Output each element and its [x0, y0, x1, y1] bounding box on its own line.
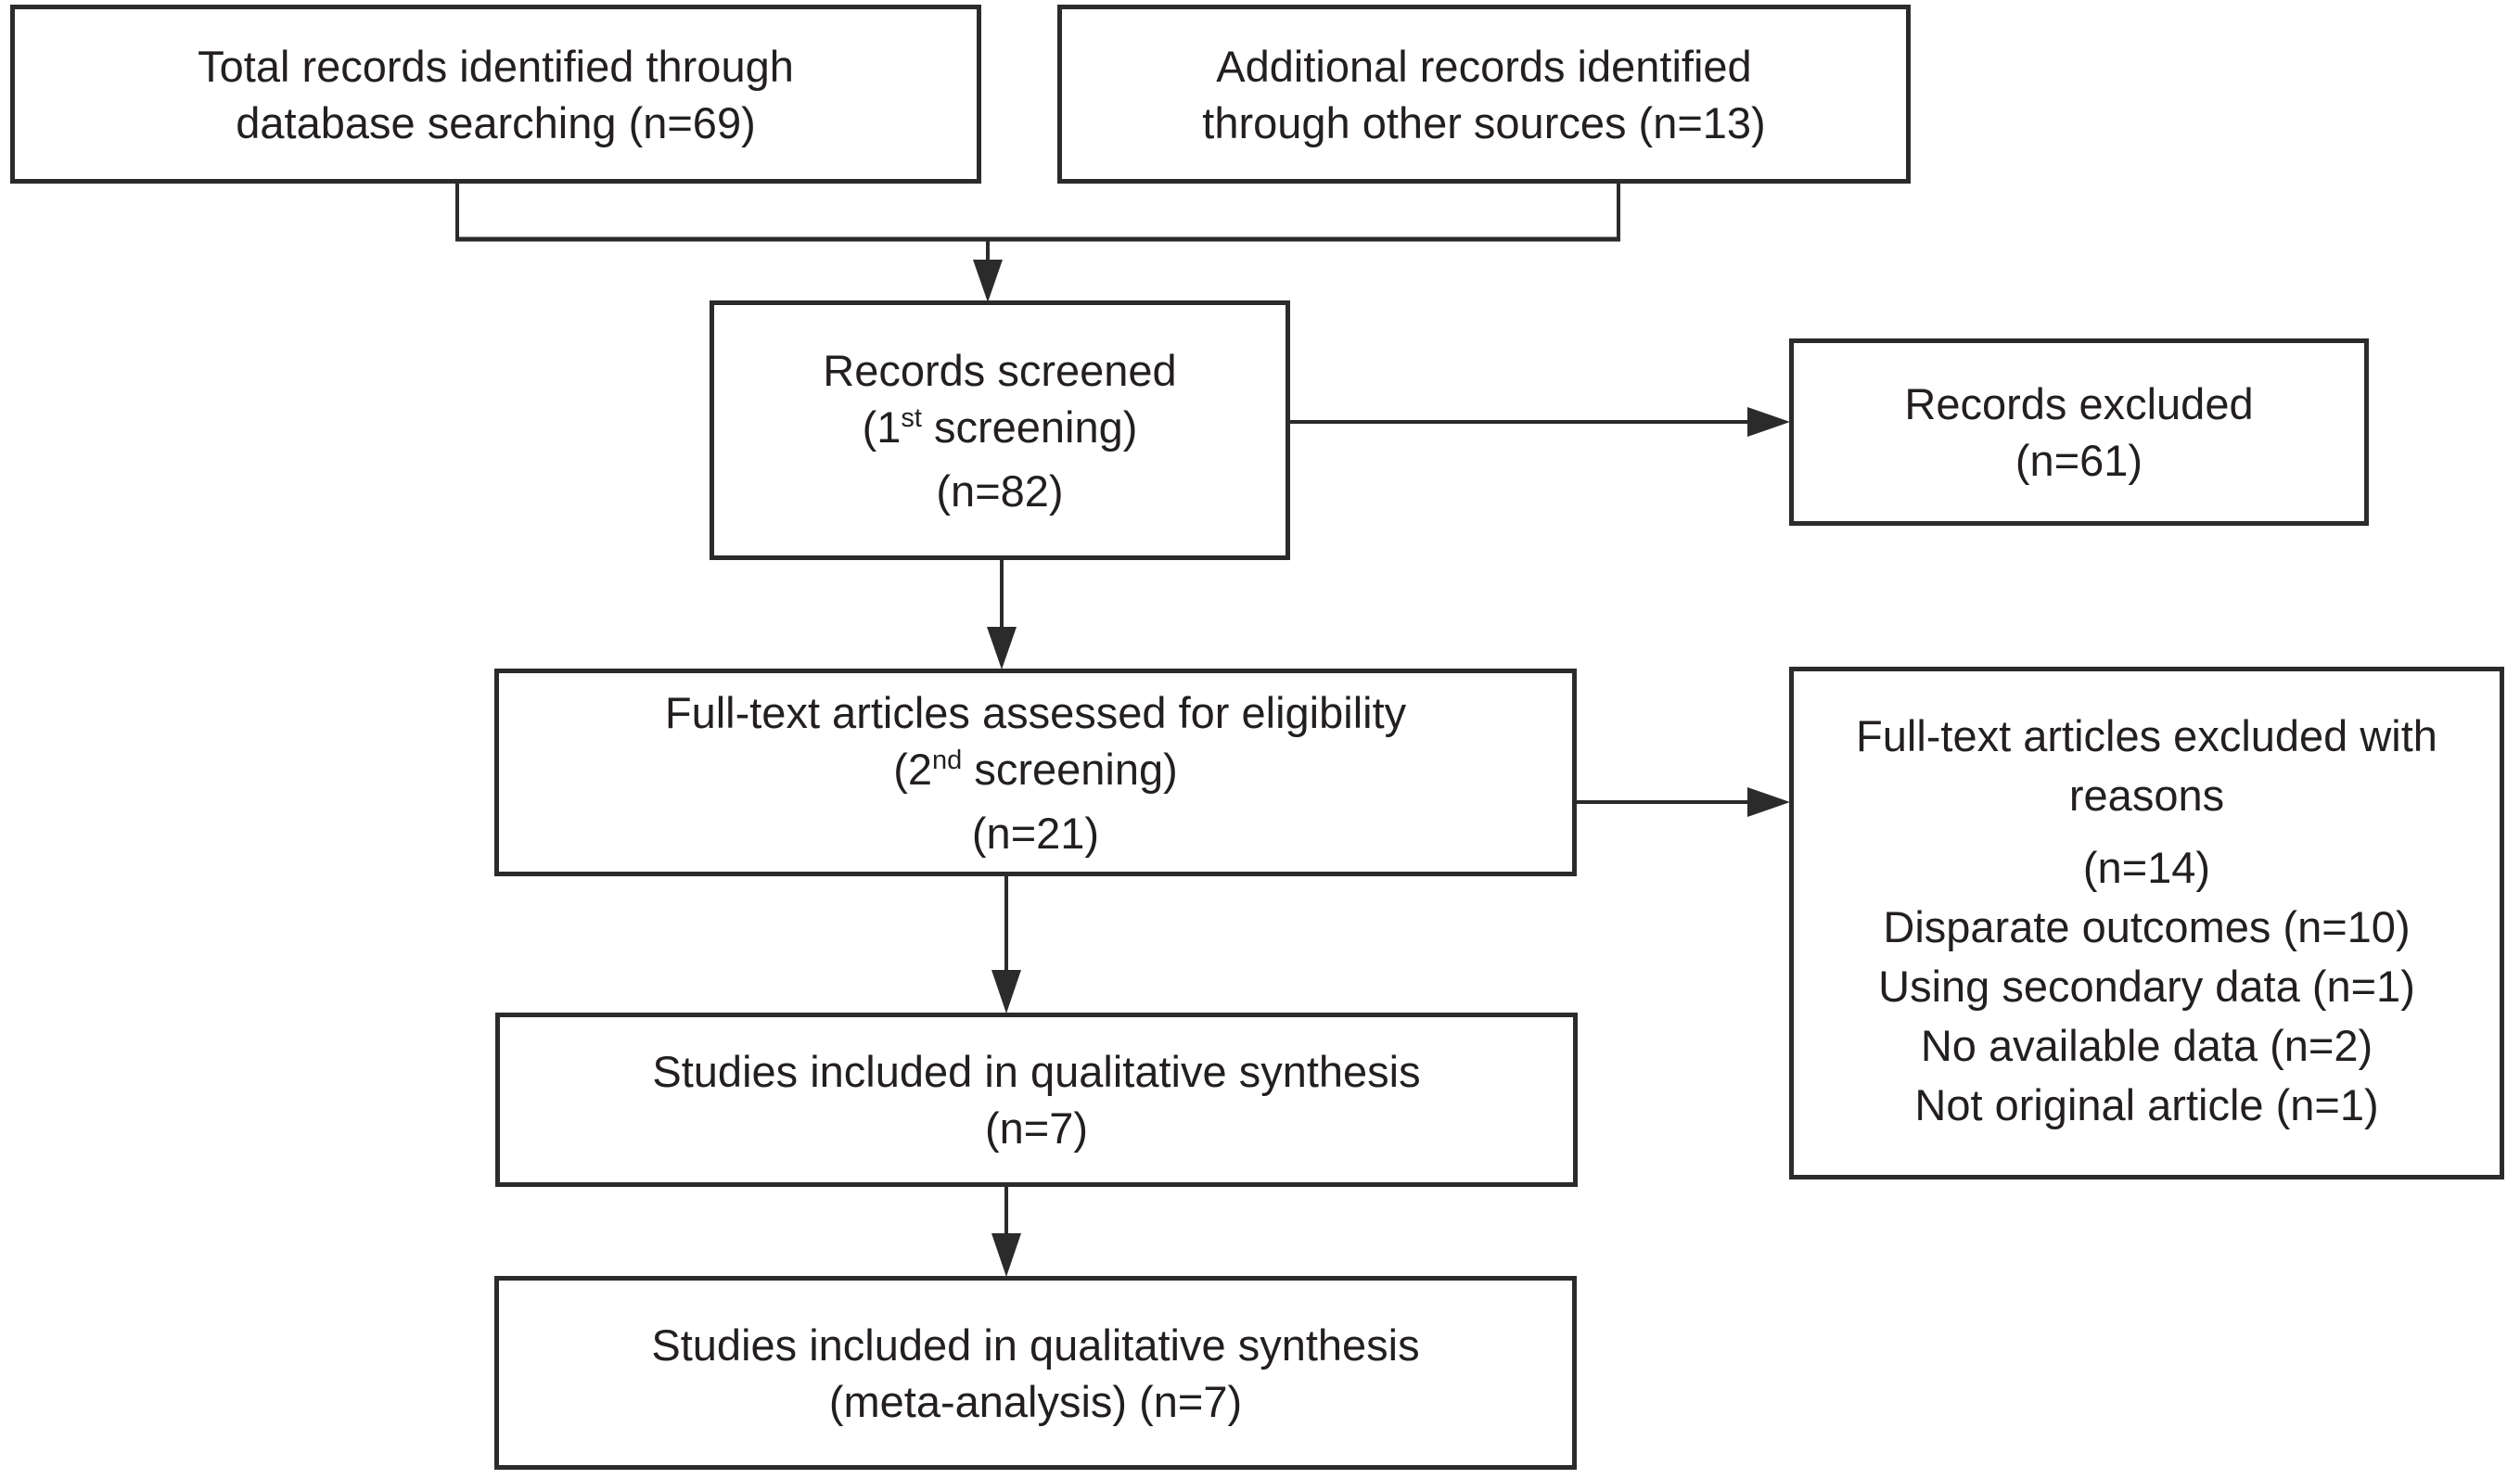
box-fulltext-excluded: Full-text articles excluded with reasons…: [1789, 667, 2504, 1179]
box-fulltext-assessed-line1: Full-text articles assessed for eligibil…: [664, 687, 1407, 737]
box-records-identified: Total records identified through databas…: [10, 5, 981, 184]
box-meta-analysis-line2: (meta-analysis) (n=7): [828, 1376, 1243, 1426]
arrow-qualitative-to-meta-head: [991, 1233, 1021, 1277]
arrow-screened-to-excluded-head: [1747, 407, 1790, 437]
box-fulltext-excluded-count: (n=14): [2082, 843, 2211, 892]
box-records-identified-line2: database searching (n=69): [236, 97, 756, 147]
box-additional-records-line2: through other sources (n=13): [1202, 97, 1766, 147]
ordinal-superscript: st: [901, 402, 922, 433]
arrow-screened-to-fulltext-head: [987, 627, 1017, 669]
exclusion-reason: Not original article (n=1): [1914, 1080, 2379, 1129]
box-qualitative-synthesis-count: (n=7): [984, 1103, 1089, 1153]
arrow-fulltext-to-excluded-head: [1747, 787, 1790, 817]
box-qualitative-synthesis: Studies included in qualitative synthesi…: [495, 1013, 1578, 1187]
box-fulltext-assessed: Full-text articles assessed for eligibil…: [494, 669, 1577, 876]
arrow-fulltext-to-qualitative-head: [991, 970, 1021, 1014]
box-records-screened-line1: Records screened: [823, 345, 1177, 395]
box-records-screened: Records screened (1st screening) (n=82): [710, 300, 1290, 560]
box-additional-records: Additional records identified through ot…: [1057, 5, 1911, 184]
box-fulltext-excluded-line2: reasons: [2068, 771, 2225, 820]
box-records-excluded-line1: Records excluded: [1904, 379, 2254, 428]
exclusion-reason: Disparate outcomes (n=10): [1883, 902, 2411, 951]
box-meta-analysis-line1: Studies included in qualitative synthesi…: [651, 1320, 1420, 1370]
box-fulltext-assessed-count: (n=21): [971, 808, 1100, 858]
box-records-screened-count: (n=82): [936, 465, 1064, 516]
box-records-identified-line1: Total records identified through: [198, 41, 794, 91]
exclusion-reason: Using secondary data (n=1): [1878, 962, 2415, 1011]
box-fulltext-assessed-line2: (2nd screening): [893, 744, 1178, 794]
box-records-excluded-count: (n=61): [2015, 436, 2143, 485]
box-meta-analysis: Studies included in qualitative synthesi…: [494, 1276, 1577, 1470]
box-records-screened-line2: (1st screening): [862, 402, 1138, 452]
box-additional-records-line1: Additional records identified: [1216, 41, 1752, 91]
exclusion-reason: No available data (n=2): [1920, 1021, 2373, 1070]
arrow-merge-to-screened-head: [973, 260, 1003, 302]
box-records-excluded: Records excluded (n=61): [1789, 338, 2369, 526]
ordinal-superscript: nd: [932, 745, 963, 775]
box-fulltext-excluded-line1: Full-text articles excluded with: [1856, 711, 2437, 760]
box-qualitative-synthesis-line1: Studies included in qualitative synthesi…: [652, 1047, 1421, 1096]
